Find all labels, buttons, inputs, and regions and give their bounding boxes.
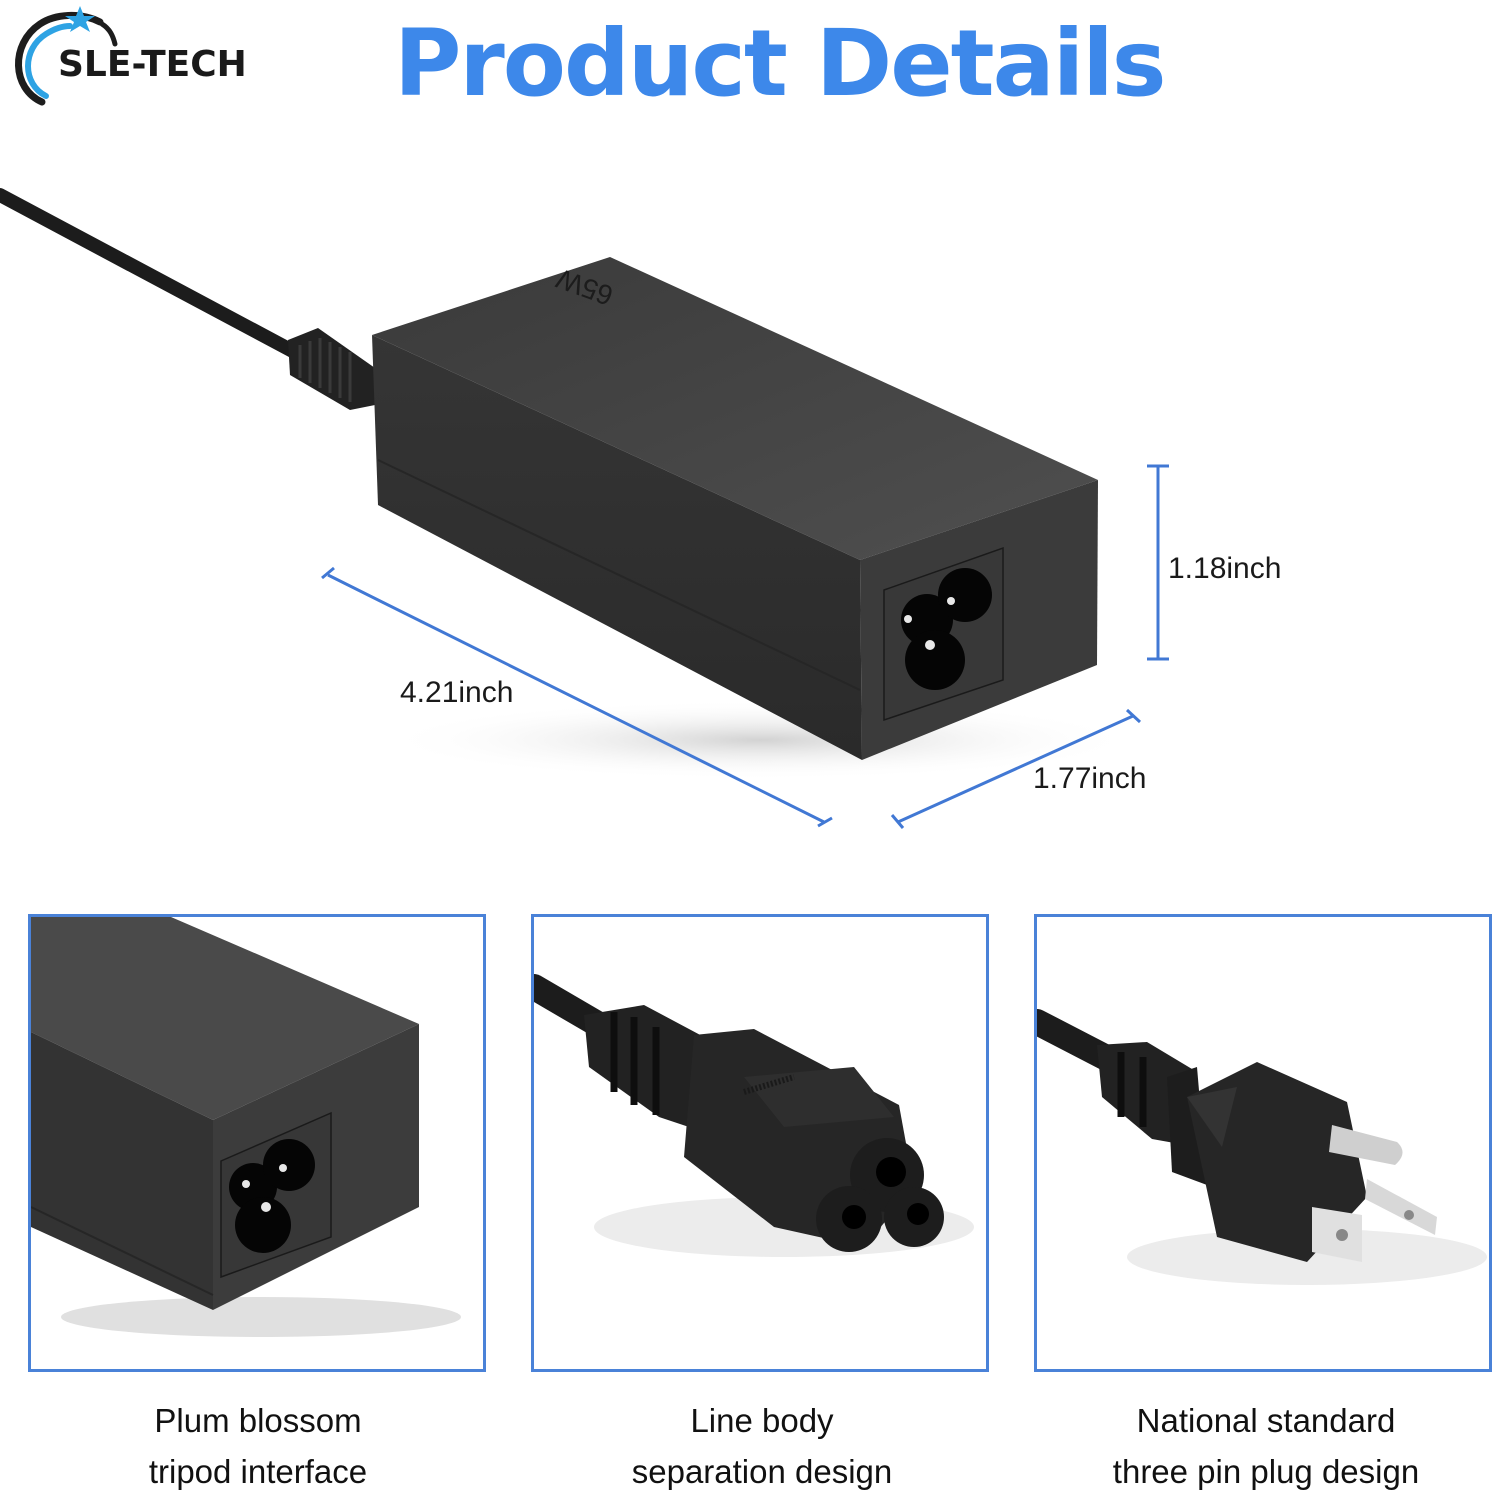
socket-port <box>901 568 992 690</box>
dimension-width-label: 1.77inch <box>1033 762 1147 795</box>
caption-line-2: tripod interface <box>148 1453 368 1490</box>
caption-line-2: separation design <box>631 1453 893 1490</box>
caption-port: Plum blossom tripod interface <box>8 1395 508 1497</box>
detail-image-port <box>28 914 486 1372</box>
hero-product-image: 65W 4.21inch 1.77inch 1.18inch <box>0 180 1500 860</box>
power-adapter-illustration: 65W <box>0 188 1169 829</box>
star-swoosh-icon <box>15 6 118 106</box>
brand-logo: SLE-TECH <box>10 4 250 109</box>
caption-line-2: three pin plug design <box>1112 1453 1420 1490</box>
caption-line-1: Line body <box>690 1402 834 1439</box>
dimension-lines <box>321 464 1169 829</box>
logo-text: SLE-TECH <box>58 44 247 85</box>
detail-image-c5-connector <box>531 914 989 1372</box>
page-title: Product Details <box>394 10 1167 117</box>
caption-c5-connector: Line body separation design <box>512 1395 1012 1497</box>
caption-line-1: Plum blossom <box>154 1402 362 1439</box>
caption-line-1: National standard <box>1136 1402 1396 1439</box>
dimension-length-label: 4.21inch <box>400 676 514 709</box>
dimension-height-label: 1.18inch <box>1168 552 1282 585</box>
detail-image-us-plug <box>1034 914 1492 1372</box>
caption-us-plug: National standard three pin plug design <box>1016 1395 1500 1497</box>
strain-relief <box>288 328 375 410</box>
